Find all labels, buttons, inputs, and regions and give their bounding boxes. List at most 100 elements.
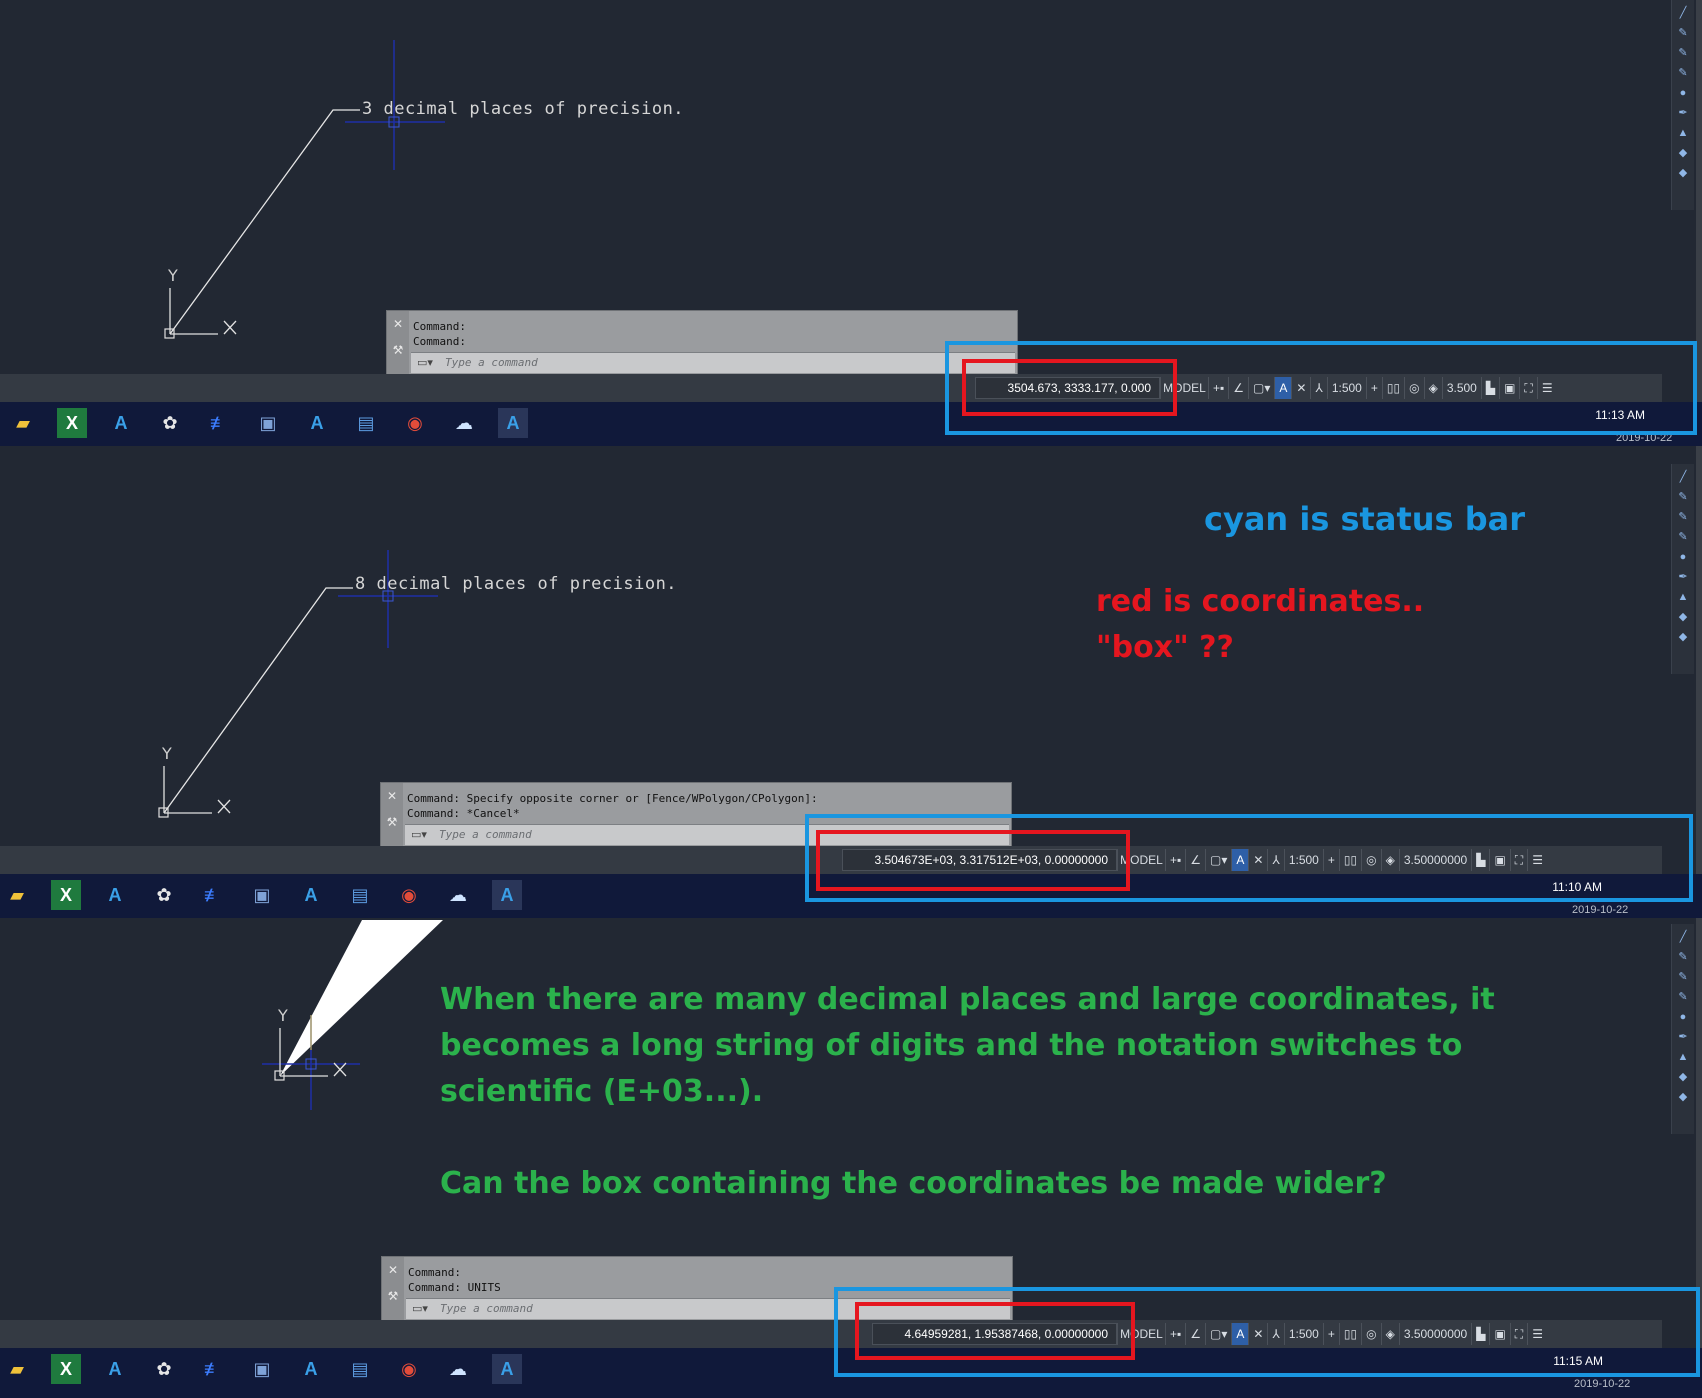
excel-icon[interactable]: X (51, 1354, 81, 1384)
lineweight-value[interactable]: 3.50000000 (1398, 1323, 1471, 1345)
annotation-scale-icon[interactable]: ⅄ (1267, 849, 1283, 871)
graphics-icon[interactable]: ▙ (1480, 377, 1499, 399)
lineweight-value[interactable]: 3.50000000 (1398, 849, 1471, 871)
isolate-icon[interactable]: ◎ (1361, 849, 1380, 871)
file-explorer-icon[interactable]: ▰ (10, 884, 24, 905)
autocad-icon[interactable]: A (114, 412, 128, 433)
paint-icon[interactable]: ● (1679, 87, 1687, 99)
autocad-icon[interactable]: A (108, 884, 122, 905)
cloud-icon[interactable]: ☁ (455, 412, 473, 433)
workspace-icon[interactable]: + (1365, 377, 1382, 399)
wrench-icon[interactable]: ⚒ (392, 343, 404, 357)
notepad-icon[interactable]: ▤ (351, 1358, 369, 1379)
pen-icon[interactable]: ✒ (1678, 107, 1688, 119)
ortho-icon[interactable]: ∠ (1185, 1323, 1205, 1345)
model-space-button[interactable]: MODEL (1117, 1323, 1165, 1345)
notepad-icon[interactable]: ▤ (357, 412, 375, 433)
drawing-area-3[interactable] (0, 920, 1702, 1398)
line-tool-icon[interactable]: ╱ (1679, 931, 1687, 943)
block-icon[interactable]: ◆ (1678, 1091, 1688, 1103)
pencil-icon[interactable]: ✎ (1678, 491, 1688, 503)
pen-icon[interactable]: ✒ (1678, 571, 1688, 583)
command-window-handle[interactable]: ✕ ⚒ (382, 1257, 404, 1321)
grid-icon[interactable]: +▪ (1165, 849, 1185, 871)
tool-palette[interactable]: ╱ ✎ ✎ ✎ ● ✒ ▲ ◆ ◆ (1671, 0, 1694, 210)
pencil-icon[interactable]: ✎ (1678, 531, 1688, 543)
annotation-scale-icon[interactable]: ⅄ (1267, 1323, 1283, 1345)
coordinates-display[interactable]: 4.64959281, 1.95387468, 0.00000000 (872, 1323, 1117, 1345)
script-icon[interactable]: ≢ (210, 412, 228, 433)
menu-icon[interactable]: ☰ (1527, 849, 1547, 871)
autocad-icon[interactable]: A (304, 884, 318, 905)
pencil-icon[interactable]: ✎ (1678, 971, 1688, 983)
vertical-scrollbar[interactable] (1696, 0, 1702, 460)
clock-time[interactable]: 11:13 AM (1595, 408, 1645, 422)
block-icon[interactable]: ◆ (1678, 611, 1688, 623)
grid-icon[interactable]: +▪ (1165, 1323, 1185, 1345)
fullscreen-icon[interactable]: ⛶ (1509, 1323, 1527, 1345)
notepad-icon[interactable]: ▤ (351, 884, 369, 905)
wrench-icon[interactable]: ⚒ (386, 815, 398, 829)
isolate-icon[interactable]: ◎ (1361, 1323, 1380, 1345)
annotation-visibility-icon[interactable]: A (1231, 1323, 1249, 1345)
image-viewer-icon[interactable]: ▣ (253, 884, 271, 905)
grid-icon[interactable]: +▪ (1208, 377, 1228, 399)
command-input[interactable]: ▭▾ Type a command (405, 824, 1009, 845)
autocad-active-icon[interactable]: A (492, 880, 522, 910)
units-icon[interactable]: ▯▯ (1338, 1323, 1361, 1345)
command-prompt-icon[interactable]: ▭▾ (411, 829, 427, 841)
annotation-visibility-icon[interactable]: A (1231, 849, 1249, 871)
command-prompt-icon[interactable]: ▭▾ (417, 357, 433, 369)
close-icon[interactable]: ✕ (392, 317, 404, 331)
annotation-visibility-icon[interactable]: A (1274, 377, 1292, 399)
scale-dropdown[interactable]: 1:500 (1283, 1323, 1323, 1345)
pen-icon[interactable]: ✒ (1678, 1031, 1688, 1043)
close-icon[interactable]: ✕ (387, 1263, 399, 1277)
workspace-icon[interactable]: + (1322, 1323, 1339, 1345)
graphics-icon[interactable]: ▙ (1471, 1323, 1489, 1345)
block-icon[interactable]: ◆ (1678, 167, 1688, 179)
coordinates-display[interactable]: 3504.673, 3333.177, 0.000 (975, 377, 1160, 399)
cloud-icon[interactable]: ☁ (449, 884, 467, 905)
block-icon[interactable]: ◆ (1678, 631, 1688, 643)
units-icon[interactable]: ▯▯ (1381, 377, 1404, 399)
chrome-icon[interactable]: ◉ (407, 412, 423, 433)
paint-icon[interactable]: ✿ (162, 412, 178, 433)
drawing-area-1[interactable] (0, 0, 1702, 460)
polar-icon[interactable]: ▢▾ (1205, 1323, 1231, 1345)
paint-icon[interactable]: ✿ (156, 1358, 172, 1379)
clean-screen-icon[interactable]: ▣ (1489, 1323, 1509, 1345)
file-explorer-icon[interactable]: ▰ (10, 1358, 24, 1379)
block-icon[interactable]: ◆ (1678, 1071, 1688, 1083)
script-icon[interactable]: ≢ (204, 884, 222, 905)
pencil-icon[interactable]: ✎ (1678, 47, 1688, 59)
autocad-icon[interactable]: A (310, 412, 324, 433)
menu-icon[interactable]: ☰ (1527, 1323, 1547, 1345)
chrome-icon[interactable]: ◉ (401, 884, 417, 905)
wrench-icon[interactable]: ⚒ (387, 1289, 399, 1303)
lineweight-value[interactable]: 3.500 (1441, 377, 1481, 399)
paint-icon[interactable]: ● (1679, 1011, 1687, 1023)
paint-icon[interactable]: ✿ (156, 884, 172, 905)
ortho-icon[interactable]: ∠ (1228, 377, 1248, 399)
script-icon[interactable]: ≢ (204, 1358, 222, 1379)
workspace-icon[interactable]: + (1322, 849, 1339, 871)
clean-screen-icon[interactable]: ▣ (1489, 849, 1509, 871)
graphics-icon[interactable]: ▙ (1471, 849, 1489, 871)
polar-icon[interactable]: ▢▾ (1248, 377, 1274, 399)
paint-icon[interactable]: ● (1679, 551, 1687, 563)
clock-time[interactable]: 11:15 AM (1553, 1354, 1603, 1368)
vertical-scrollbar[interactable] (1696, 460, 1702, 920)
fullscreen-icon[interactable]: ⛶ (1519, 377, 1536, 399)
autocad-icon[interactable]: A (108, 1358, 122, 1379)
command-window-handle[interactable]: ✕ ⚒ (387, 311, 409, 375)
lineweight-icon[interactable]: ◈ (1380, 1323, 1399, 1345)
excel-icon[interactable]: X (57, 408, 87, 438)
command-prompt-icon[interactable]: ▭▾ (412, 1303, 428, 1315)
tool-palette[interactable]: ╱ ✎ ✎ ✎ ● ✒ ▲ ◆ ◆ (1671, 464, 1694, 674)
drawing-area-2[interactable] (0, 460, 1702, 920)
auto-scale-icon[interactable]: ✕ (1248, 849, 1267, 871)
command-window[interactable]: ✕ ⚒ Command:Command: ▭▾ Type a command (386, 310, 1018, 376)
auto-scale-icon[interactable]: ✕ (1248, 1323, 1267, 1345)
autocad-icon[interactable]: A (304, 1358, 318, 1379)
